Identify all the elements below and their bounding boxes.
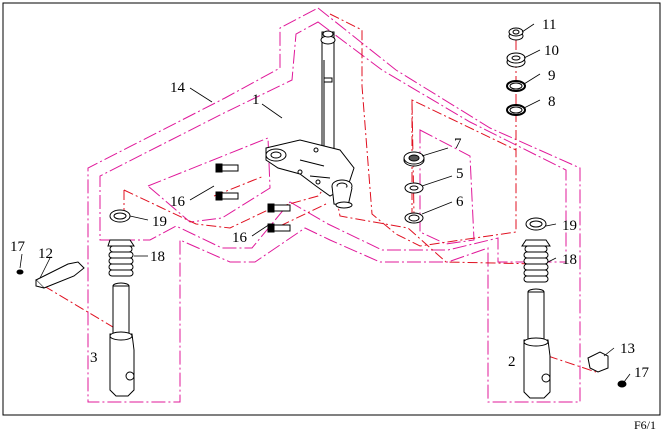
callout-11: 11 [542, 17, 556, 33]
callout-18-left: 18 [150, 249, 165, 265]
left-fork-boot [108, 245, 134, 277]
left-fork-leg [107, 209, 135, 397]
callout-16-lower: 16 [232, 230, 248, 246]
callout-13: 13 [620, 341, 635, 357]
callout-18-right: 18 [562, 252, 577, 268]
callout-16-upper: 16 [170, 194, 186, 210]
callout-5: 5 [456, 166, 464, 182]
callout-14: 14 [170, 80, 186, 96]
bolt-set-16 [215, 163, 291, 233]
callout-17-right: 17 [634, 365, 650, 381]
steering-stem-assembly [265, 30, 355, 209]
callout-labels: 11 10 9 8 7 5 6 1 14 16 16 19 18 19 18 1… [10, 17, 650, 381]
callout-6: 6 [456, 194, 464, 210]
callout-1: 1 [252, 92, 260, 108]
callout-10: 10 [544, 43, 559, 59]
bearing-set [403, 151, 425, 224]
callout-2: 2 [508, 354, 516, 370]
callout-9: 9 [548, 68, 556, 84]
callout-19-left: 19 [152, 214, 167, 230]
callout-8: 8 [548, 94, 556, 110]
top-nut-stack [506, 27, 526, 116]
right-fork-clamp [587, 351, 627, 388]
callout-12: 12 [38, 246, 53, 262]
assembly-group-outline [87, 7, 581, 403]
right-fork-leg [521, 217, 551, 399]
callout-3: 3 [90, 350, 98, 366]
right-fork-boot [523, 245, 549, 283]
leader-lines [19, 23, 631, 383]
left-fork-clamp [16, 261, 85, 289]
callout-17-left: 17 [10, 239, 26, 255]
drawing-frame [2, 2, 661, 416]
callout-19-right: 19 [562, 218, 577, 234]
sheet-reference: F6/1 [634, 418, 656, 432]
callout-7: 7 [454, 136, 462, 152]
